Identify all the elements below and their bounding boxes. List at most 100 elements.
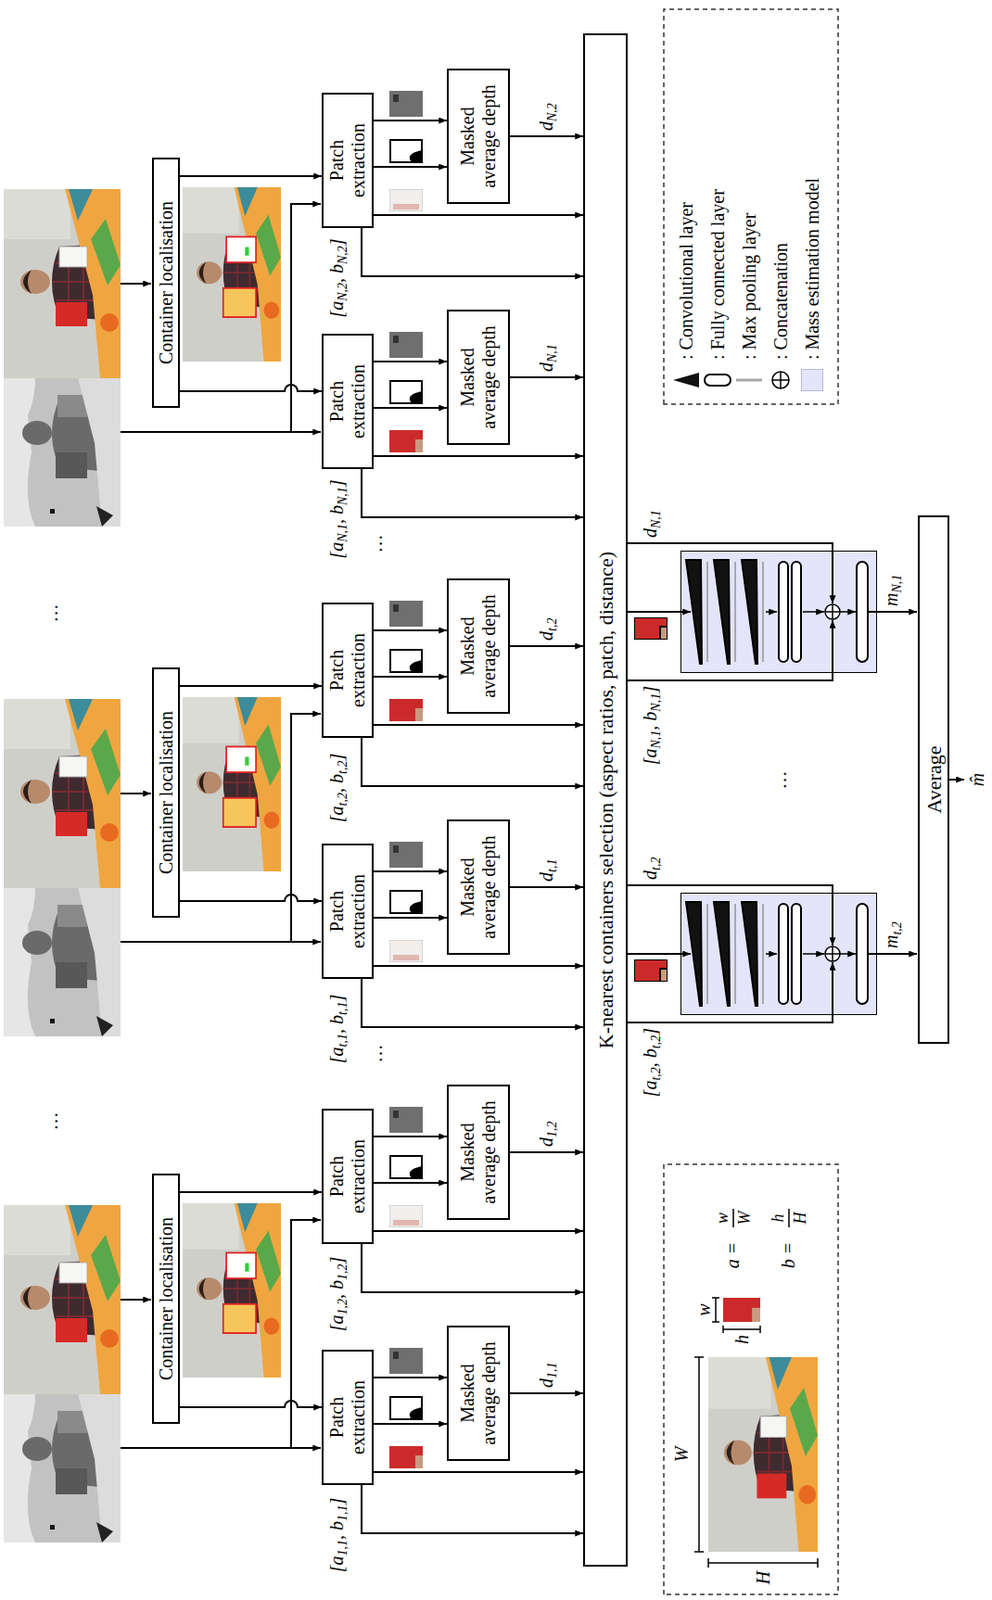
edge-label: dt,1: [535, 859, 557, 882]
connector: [373, 1182, 447, 1184]
math-symbol: a: [326, 805, 347, 815]
math-part: ]: [639, 686, 661, 694]
math-symbol: a: [326, 301, 347, 311]
process-box: Container localisation: [152, 157, 180, 408]
node-text: Patch extraction: [326, 1121, 369, 1232]
connector: [179, 894, 322, 902]
math-symbol: b: [326, 264, 347, 274]
math-label: [at,2, bt,2]: [639, 1028, 661, 1097]
legend-frame: [663, 9, 839, 405]
math-symbol: d: [535, 1137, 557, 1147]
math-part: [: [326, 1565, 347, 1574]
legend-text: : Fully connected layer: [706, 189, 729, 360]
math-label: …: [365, 534, 386, 552]
process-box: Masked average depth: [446, 1084, 510, 1221]
math-subscript: N,1: [648, 509, 663, 529]
edge-label: [aN,1, bN,1]: [326, 479, 347, 559]
math-symbol: d: [535, 631, 557, 641]
math-label: m̂: [966, 773, 988, 787]
process-box: Masked average depth: [446, 819, 510, 955]
selection-bar: K-nearest containers selection (aspect r…: [583, 33, 628, 1567]
math-label: [aN,1, bN,1]: [639, 686, 661, 765]
math-label: …: [769, 771, 790, 789]
process-box: Patch extraction: [321, 602, 374, 738]
math-label: …: [365, 1044, 386, 1062]
edge-label: dN,1: [535, 343, 557, 372]
math-part: ,: [326, 514, 347, 524]
node-text: Patch extraction: [326, 105, 369, 216]
math-part: H: [752, 1571, 774, 1585]
math-symbol: d: [535, 362, 557, 372]
inset-patch: [723, 1297, 761, 1323]
math-part: ]: [326, 238, 347, 246]
math-subscript: t,2: [335, 761, 350, 775]
connector: [179, 1400, 322, 1408]
math-part: a =: [722, 1242, 743, 1270]
node-text: Masked average depth: [457, 592, 500, 700]
math-part: [: [326, 1324, 347, 1333]
math-subscript: t,2: [890, 921, 904, 935]
math-subscript: t,1: [335, 1033, 350, 1047]
math-subscript: 1,2: [335, 1264, 350, 1282]
edge-label: [a1,2, b1,2]: [326, 1257, 347, 1333]
connector: [373, 916, 447, 919]
math-part: ]: [326, 753, 347, 762]
node-text: Patch extraction: [326, 615, 369, 725]
patch-image: [389, 189, 423, 212]
connector: [509, 376, 584, 379]
connector: [373, 214, 584, 217]
legend-sample: [736, 379, 763, 382]
connector: [361, 1244, 584, 1293]
math-part: ,: [326, 1289, 347, 1299]
math-label: b =: [777, 1242, 799, 1270]
connector: [373, 965, 584, 967]
math-symbol: b: [326, 774, 347, 784]
process-box: Patch extraction: [321, 92, 374, 229]
process-box: Container localisation: [152, 667, 180, 918]
inset-frame: [663, 1164, 839, 1595]
node-text: Patch extraction: [326, 856, 369, 967]
math-symbol: a: [326, 1315, 347, 1325]
mass-model: [627, 885, 917, 1023]
math-part: …: [365, 534, 386, 552]
connector: [373, 870, 447, 873]
math-symbol: b: [326, 1280, 347, 1290]
math-symbol: a: [639, 748, 661, 758]
edge-label: d1,2: [535, 1121, 557, 1148]
math-part: ,: [326, 1530, 347, 1540]
legend-text: : Concatenation: [769, 242, 792, 360]
math-part: w: [712, 1212, 732, 1224]
math-part: [: [326, 814, 347, 823]
legend-text: : Mass estimation model: [801, 178, 824, 360]
math-subscript: t,1: [545, 859, 560, 873]
math-label: W: [735, 1211, 754, 1226]
node-text: Container localisation: [155, 711, 178, 875]
math-label: W: [671, 1447, 692, 1463]
math-label: h: [731, 1335, 752, 1345]
connector: [361, 979, 584, 1028]
output-arrow: [949, 778, 965, 781]
connector: [373, 360, 447, 363]
node-text: Container localisation: [155, 1217, 178, 1381]
edge-label: dN,2: [535, 102, 557, 131]
math-subscript: t,2: [648, 1067, 663, 1081]
math-part: ,: [639, 1057, 661, 1068]
math-subscript: N,1: [890, 574, 904, 594]
math-label: mN,1: [880, 574, 902, 607]
math-part: [: [639, 1090, 661, 1098]
math-label: mt,2: [880, 921, 902, 949]
node-text: K-nearest containers selection (aspect r…: [595, 551, 617, 1049]
math-part: h: [768, 1214, 788, 1223]
process-box: Container localisation: [152, 1173, 180, 1425]
math-symbol: b: [326, 1521, 347, 1531]
math-label: H: [790, 1212, 810, 1225]
math-part: ,: [639, 721, 661, 731]
math-part: …: [40, 604, 62, 622]
node-text: Average: [923, 746, 945, 814]
node-text: Masked average depth: [457, 323, 500, 432]
math-label: …: [40, 604, 62, 622]
connector: [179, 1191, 322, 1194]
process-box: Patch extraction: [321, 1349, 374, 1486]
math-symbol: b: [639, 712, 661, 722]
connector: [179, 685, 322, 687]
